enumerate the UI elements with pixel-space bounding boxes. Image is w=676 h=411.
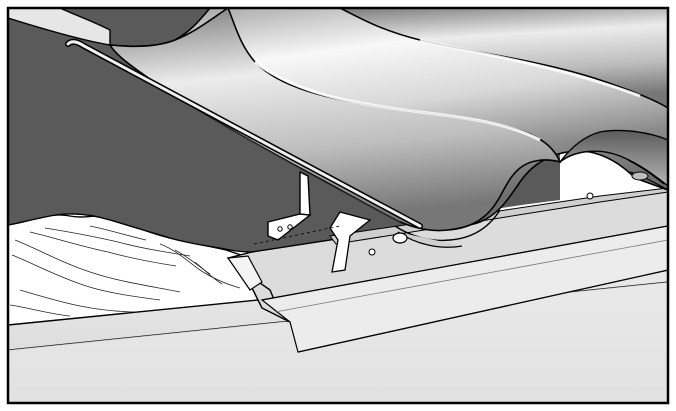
roman-roof-tiles [8,8,668,256]
eaves-board-top [329,187,668,273]
wood-grain-lines [9,225,241,317]
eaves-ventilation-comb [226,187,668,353]
tile-support-bracket [253,170,341,245]
image-frame [6,6,670,405]
drip-rail [65,38,423,229]
